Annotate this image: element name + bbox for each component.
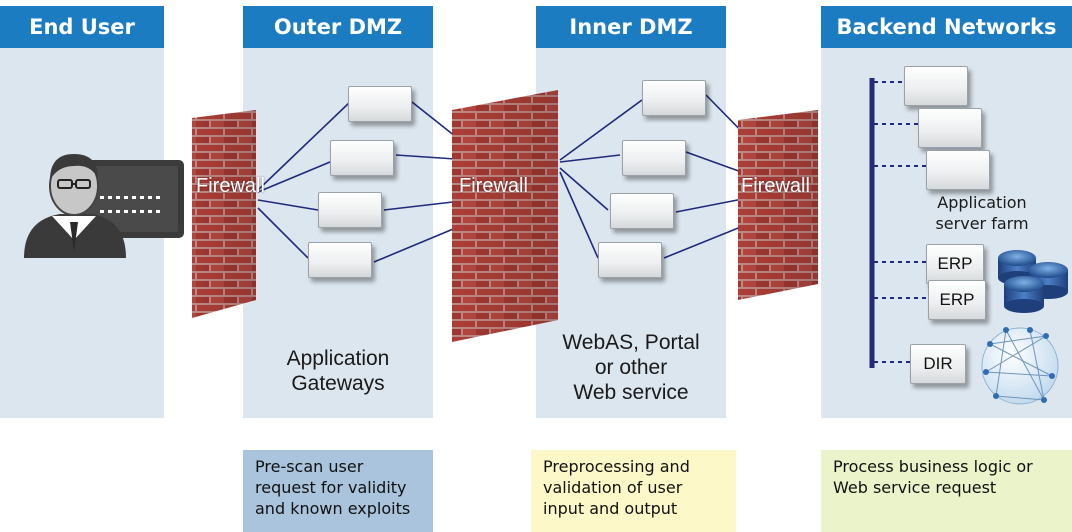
- firewall-inner: [738, 110, 818, 300]
- server-icon: [918, 108, 982, 148]
- server-farm-caption: Application server farm: [916, 192, 1048, 234]
- erp-server-2: ERP: [928, 280, 986, 320]
- firewall-middle: [452, 90, 558, 342]
- outer-dmz-caption-text: Application Gateways: [286, 347, 390, 395]
- server-icon: [642, 80, 706, 116]
- end-user-header: End User: [0, 6, 164, 48]
- server-icon: [330, 140, 394, 176]
- outer-dmz-header: Outer DMZ: [243, 6, 433, 48]
- server-icon: [904, 66, 968, 106]
- firewall-outer: [192, 110, 256, 318]
- inner-links: [559, 94, 759, 259]
- user-at-terminal-icon: [24, 154, 184, 258]
- server-icon: [598, 242, 662, 278]
- backend-note: Process business logic or Web service re…: [821, 450, 1072, 532]
- database-icon: [998, 250, 1068, 313]
- outer-links: [257, 101, 471, 263]
- server-icon: [308, 242, 372, 278]
- backend-header: Backend Networks: [821, 6, 1072, 48]
- server-icon: [622, 140, 686, 176]
- backend-bus: [869, 78, 928, 368]
- firewall-label-3: Firewall: [741, 175, 810, 197]
- outer-dmz-note: Pre-scan user request for validity and k…: [243, 450, 433, 532]
- inner-dmz-note: Preprocessing and validation of user inp…: [531, 450, 736, 532]
- outer-dmz-caption: Application Gateways: [243, 346, 433, 396]
- inner-dmz-caption-text: WebAS, Portal or other Web service: [562, 331, 700, 404]
- server-icon: [318, 192, 382, 228]
- dir-server: DIR: [910, 344, 966, 384]
- firewall-label-2: Firewall: [459, 175, 528, 197]
- network-globe-icon: [981, 327, 1059, 405]
- server-farm-caption-text: Application server farm: [935, 193, 1029, 233]
- server-icon: [348, 86, 412, 122]
- inner-dmz-caption: WebAS, Portal or other Web service: [536, 330, 726, 405]
- erp-server-1: ERP: [926, 244, 984, 284]
- server-icon: [610, 193, 674, 229]
- firewall-label-1: Firewall: [196, 175, 265, 197]
- server-icon: [926, 150, 990, 190]
- inner-dmz-header: Inner DMZ: [536, 6, 726, 48]
